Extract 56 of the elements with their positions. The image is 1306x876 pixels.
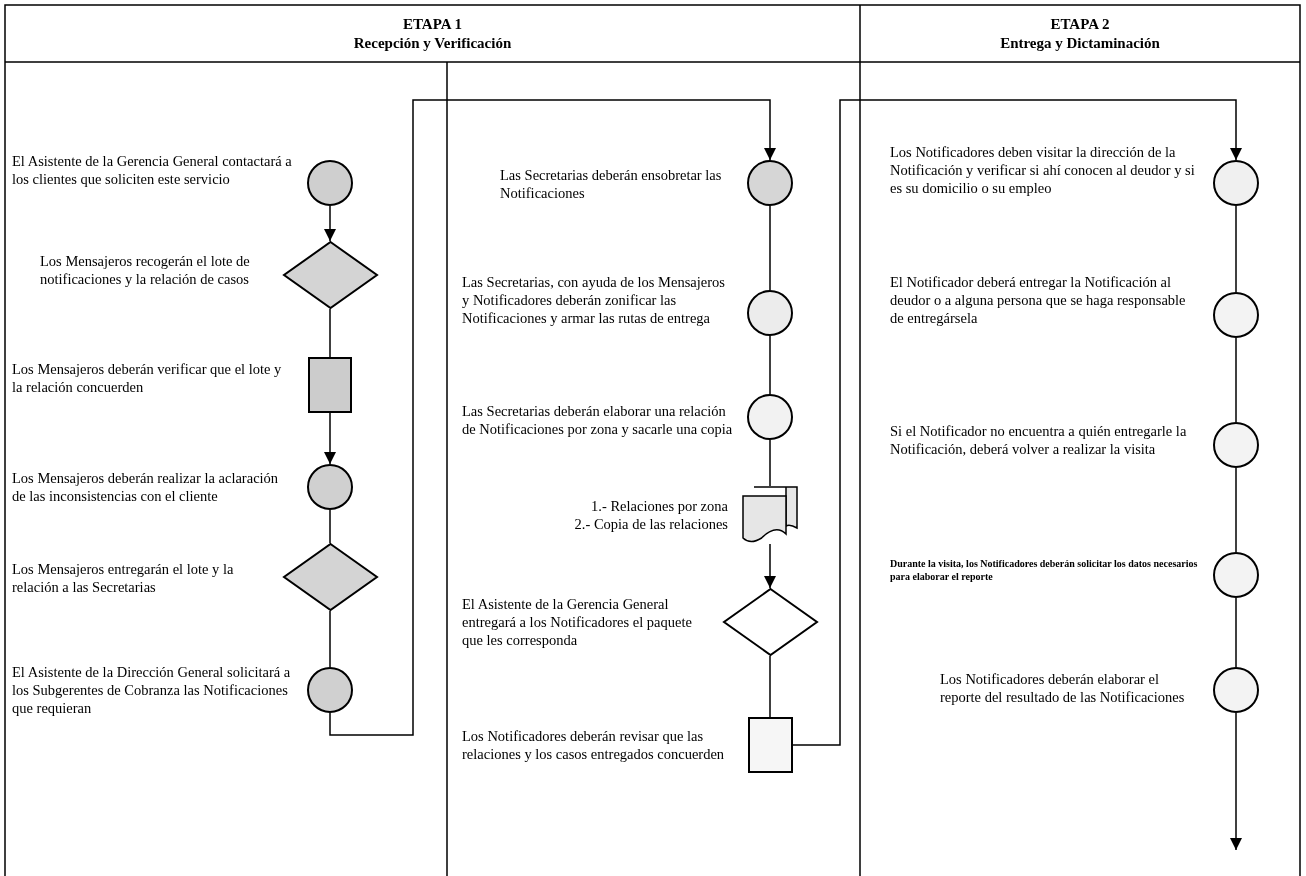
arrow [791, 99, 1242, 746]
step-description: Los Notificadores deberán revisar que las relaciones y los casos entregados concuerden [462, 727, 726, 763]
decision-diamond [282, 241, 378, 309]
step-description: Los Mensajeros entregarán el lote y la relación a las Secretarias [12, 560, 235, 596]
decision-diamond [722, 588, 818, 656]
operation-circle [1213, 160, 1259, 206]
step-description: Los Mensajeros deberán verificar que el lote y la relación concuerden [12, 360, 283, 396]
operation-circle [747, 160, 793, 206]
connector-line [329, 509, 331, 544]
step-description: El Asistente de la Dirección General solicitará a los Subgerentes de Cobranza las Notificaciones que requieran [12, 663, 292, 717]
connector-line [769, 205, 771, 291]
connector-line [329, 610, 331, 668]
step-description: El Asistente de la Gerencia General contactará a los clientes que soliciten este servicio [12, 152, 293, 188]
operation-circle [1213, 422, 1259, 468]
operation-circle [747, 394, 793, 440]
arrow [1230, 712, 1242, 851]
header-text: ETAPA 2 [1050, 14, 1110, 34]
step-description: El Asistente de la Gerencia General entregará a los Notificadores el paquete que les corresponda [462, 595, 693, 649]
arrow [764, 543, 776, 589]
arrow [329, 99, 776, 736]
operation-circle [307, 667, 353, 713]
operation-circle [1213, 667, 1259, 713]
header-text: Recepción y Verificación [353, 33, 512, 53]
step-description: Durante la visita, los Notificadores deberán solicitar los datos necesarios para elaborar el reporte [890, 557, 1199, 583]
step-description: Los Notificadores deberán elaborar el reporte del resultado de las Notificaciones [940, 670, 1186, 706]
operation-circle [1213, 552, 1259, 598]
connector-line [1235, 467, 1237, 553]
step-description: Las Secretarias deberán elaborar una relación de Notificaciones por zona y sacarle una copia [462, 402, 733, 438]
operation-circle [307, 160, 353, 206]
connector-line [769, 655, 771, 718]
step-description: Los Mensajeros deberán realizar la aclaración de las inconsistencias con el cliente [12, 469, 280, 505]
connector-line [1235, 597, 1237, 668]
step-description: Los Notificadores deben visitar la dirección de la Notificación y verificar si ahí conocen al deudor y si es su domicilio o su empleo [890, 143, 1196, 197]
connector-line [1235, 337, 1237, 423]
header-text: ETAPA 1 [402, 14, 462, 34]
step-description: 1.- Relaciones por zona [591, 497, 728, 515]
connector-line [769, 439, 771, 487]
step-description: Las Secretarias deberán ensobretar las Notificaciones [500, 166, 723, 202]
decision-diamond [282, 543, 378, 611]
arrow [324, 205, 336, 242]
connector-line [769, 335, 771, 395]
operation-circle [747, 290, 793, 336]
inspection-square [308, 357, 352, 413]
inspection-square [747, 717, 793, 773]
step-description: 2.- Copia de las relaciones [574, 515, 728, 533]
document-symbol [742, 486, 798, 544]
operation-circle [307, 464, 353, 510]
header-text: Entrega y Dictaminación [1000, 33, 1160, 53]
step-description: Las Secretarias, con ayuda de los Mensajeros y Notificadores deberán zonificar las Notificaciones y armar las rutas de entrega [462, 273, 726, 327]
step-description: Si el Notificador no encuentra a quién entregarle la Notificación, deberá volver a realizar la visita [890, 422, 1188, 458]
step-description: El Notificador deberá entregar la Notificación al deudor o a alguna persona que se haga responsable de entregársela [890, 273, 1187, 327]
connector-line [1235, 205, 1237, 293]
arrow [324, 412, 336, 465]
operation-circle [1213, 292, 1259, 338]
connector-line [329, 308, 331, 358]
step-description: Los Mensajeros recogerán el lote de notificaciones y la relación de casos [40, 252, 251, 288]
